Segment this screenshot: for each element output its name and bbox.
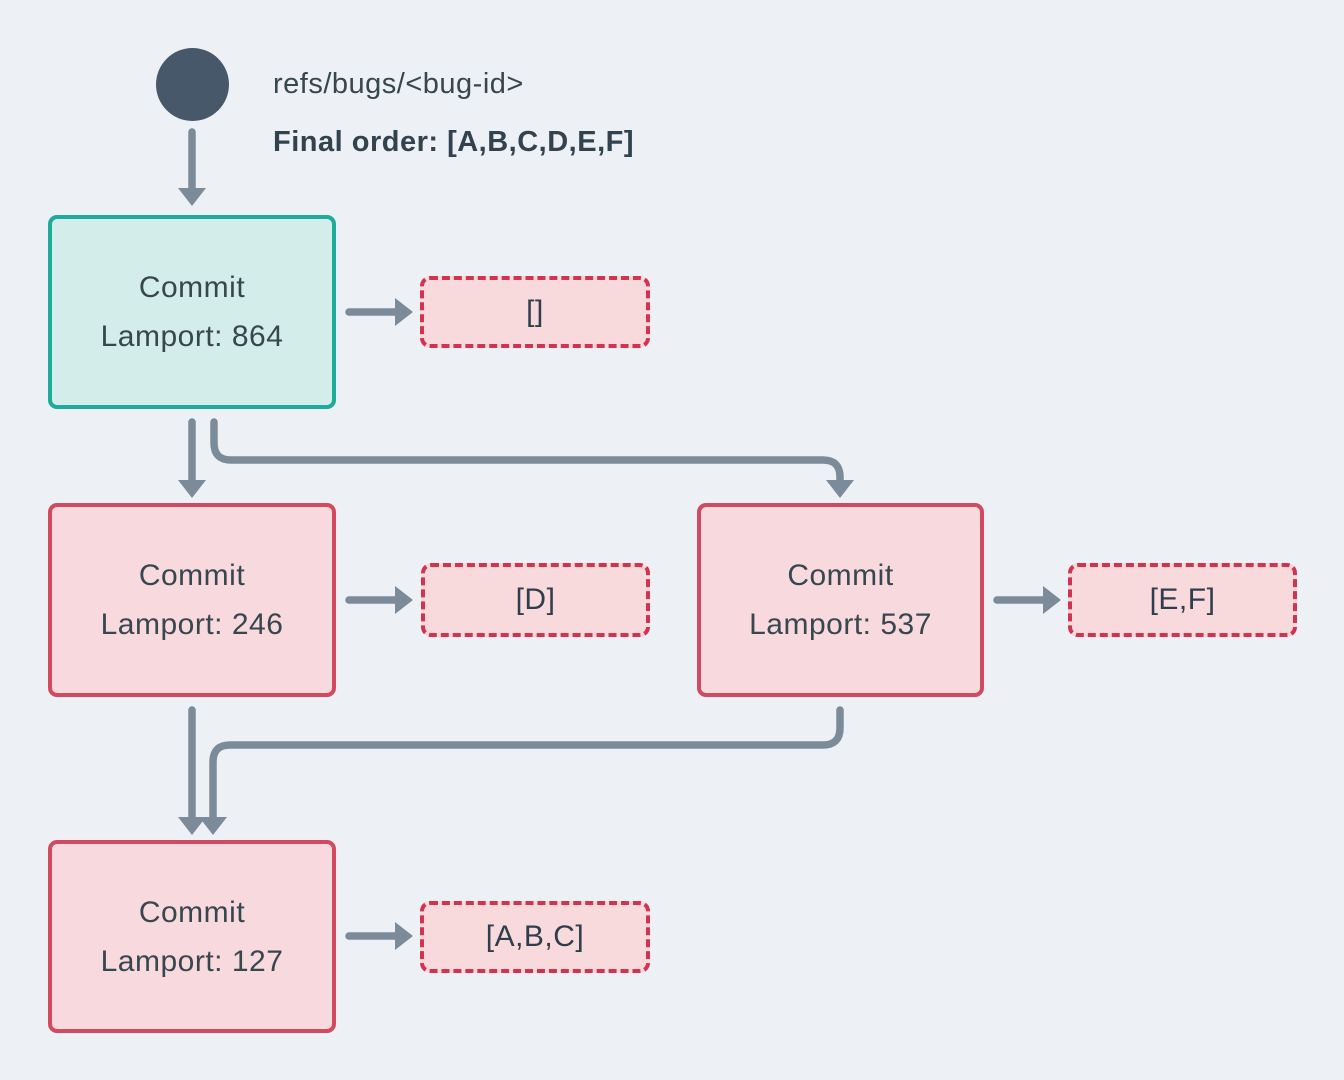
arrowhead-root-to-payload xyxy=(395,298,413,326)
edge-right-to-merge xyxy=(209,706,844,821)
arrowhead-left-to-merge xyxy=(178,817,206,835)
payload-box-left: [D] xyxy=(421,563,650,637)
arrowhead-right-to-payload xyxy=(1043,586,1061,614)
payload-box-right: [E,F] xyxy=(1068,563,1297,637)
commit-lamport: Lamport: 246 xyxy=(100,608,284,641)
arrowhead-root-to-left xyxy=(178,480,206,498)
commit-lamport: Lamport: 537 xyxy=(749,608,932,641)
arrowhead-root-to-right xyxy=(826,480,854,498)
commit-title: Commit xyxy=(138,559,246,592)
commit-node-864: Commit Lamport: 864 xyxy=(48,215,336,409)
commit-node-537: Commit Lamport: 537 xyxy=(697,503,984,697)
arrowhead-right-to-merge xyxy=(199,817,227,835)
final-order-label: Final order: [A,B,C,D,E,F] xyxy=(273,126,634,158)
commit-lamport: Lamport: 127 xyxy=(100,944,284,978)
commit-lamport: Lamport: 864 xyxy=(100,320,284,353)
ref-name-label: refs/bugs/<bug-id> xyxy=(273,68,524,100)
commit-title: Commit xyxy=(138,271,246,304)
branch-ref-icon xyxy=(156,48,229,121)
commit-node-246: Commit Lamport: 246 xyxy=(48,503,336,697)
arrowhead-merge-to-payload xyxy=(395,922,413,950)
payload-box-merge: [A,B,C] xyxy=(420,901,650,973)
payload-box-root: [] xyxy=(420,276,650,348)
edge-root-to-right xyxy=(210,418,844,484)
commit-title: Commit xyxy=(787,559,894,592)
commit-title: Commit xyxy=(138,895,246,929)
arrowhead-left-to-payload xyxy=(395,586,413,614)
commit-node-127: Commit Lamport: 127 xyxy=(48,840,336,1033)
arrowhead-ref-to-root xyxy=(178,188,206,206)
